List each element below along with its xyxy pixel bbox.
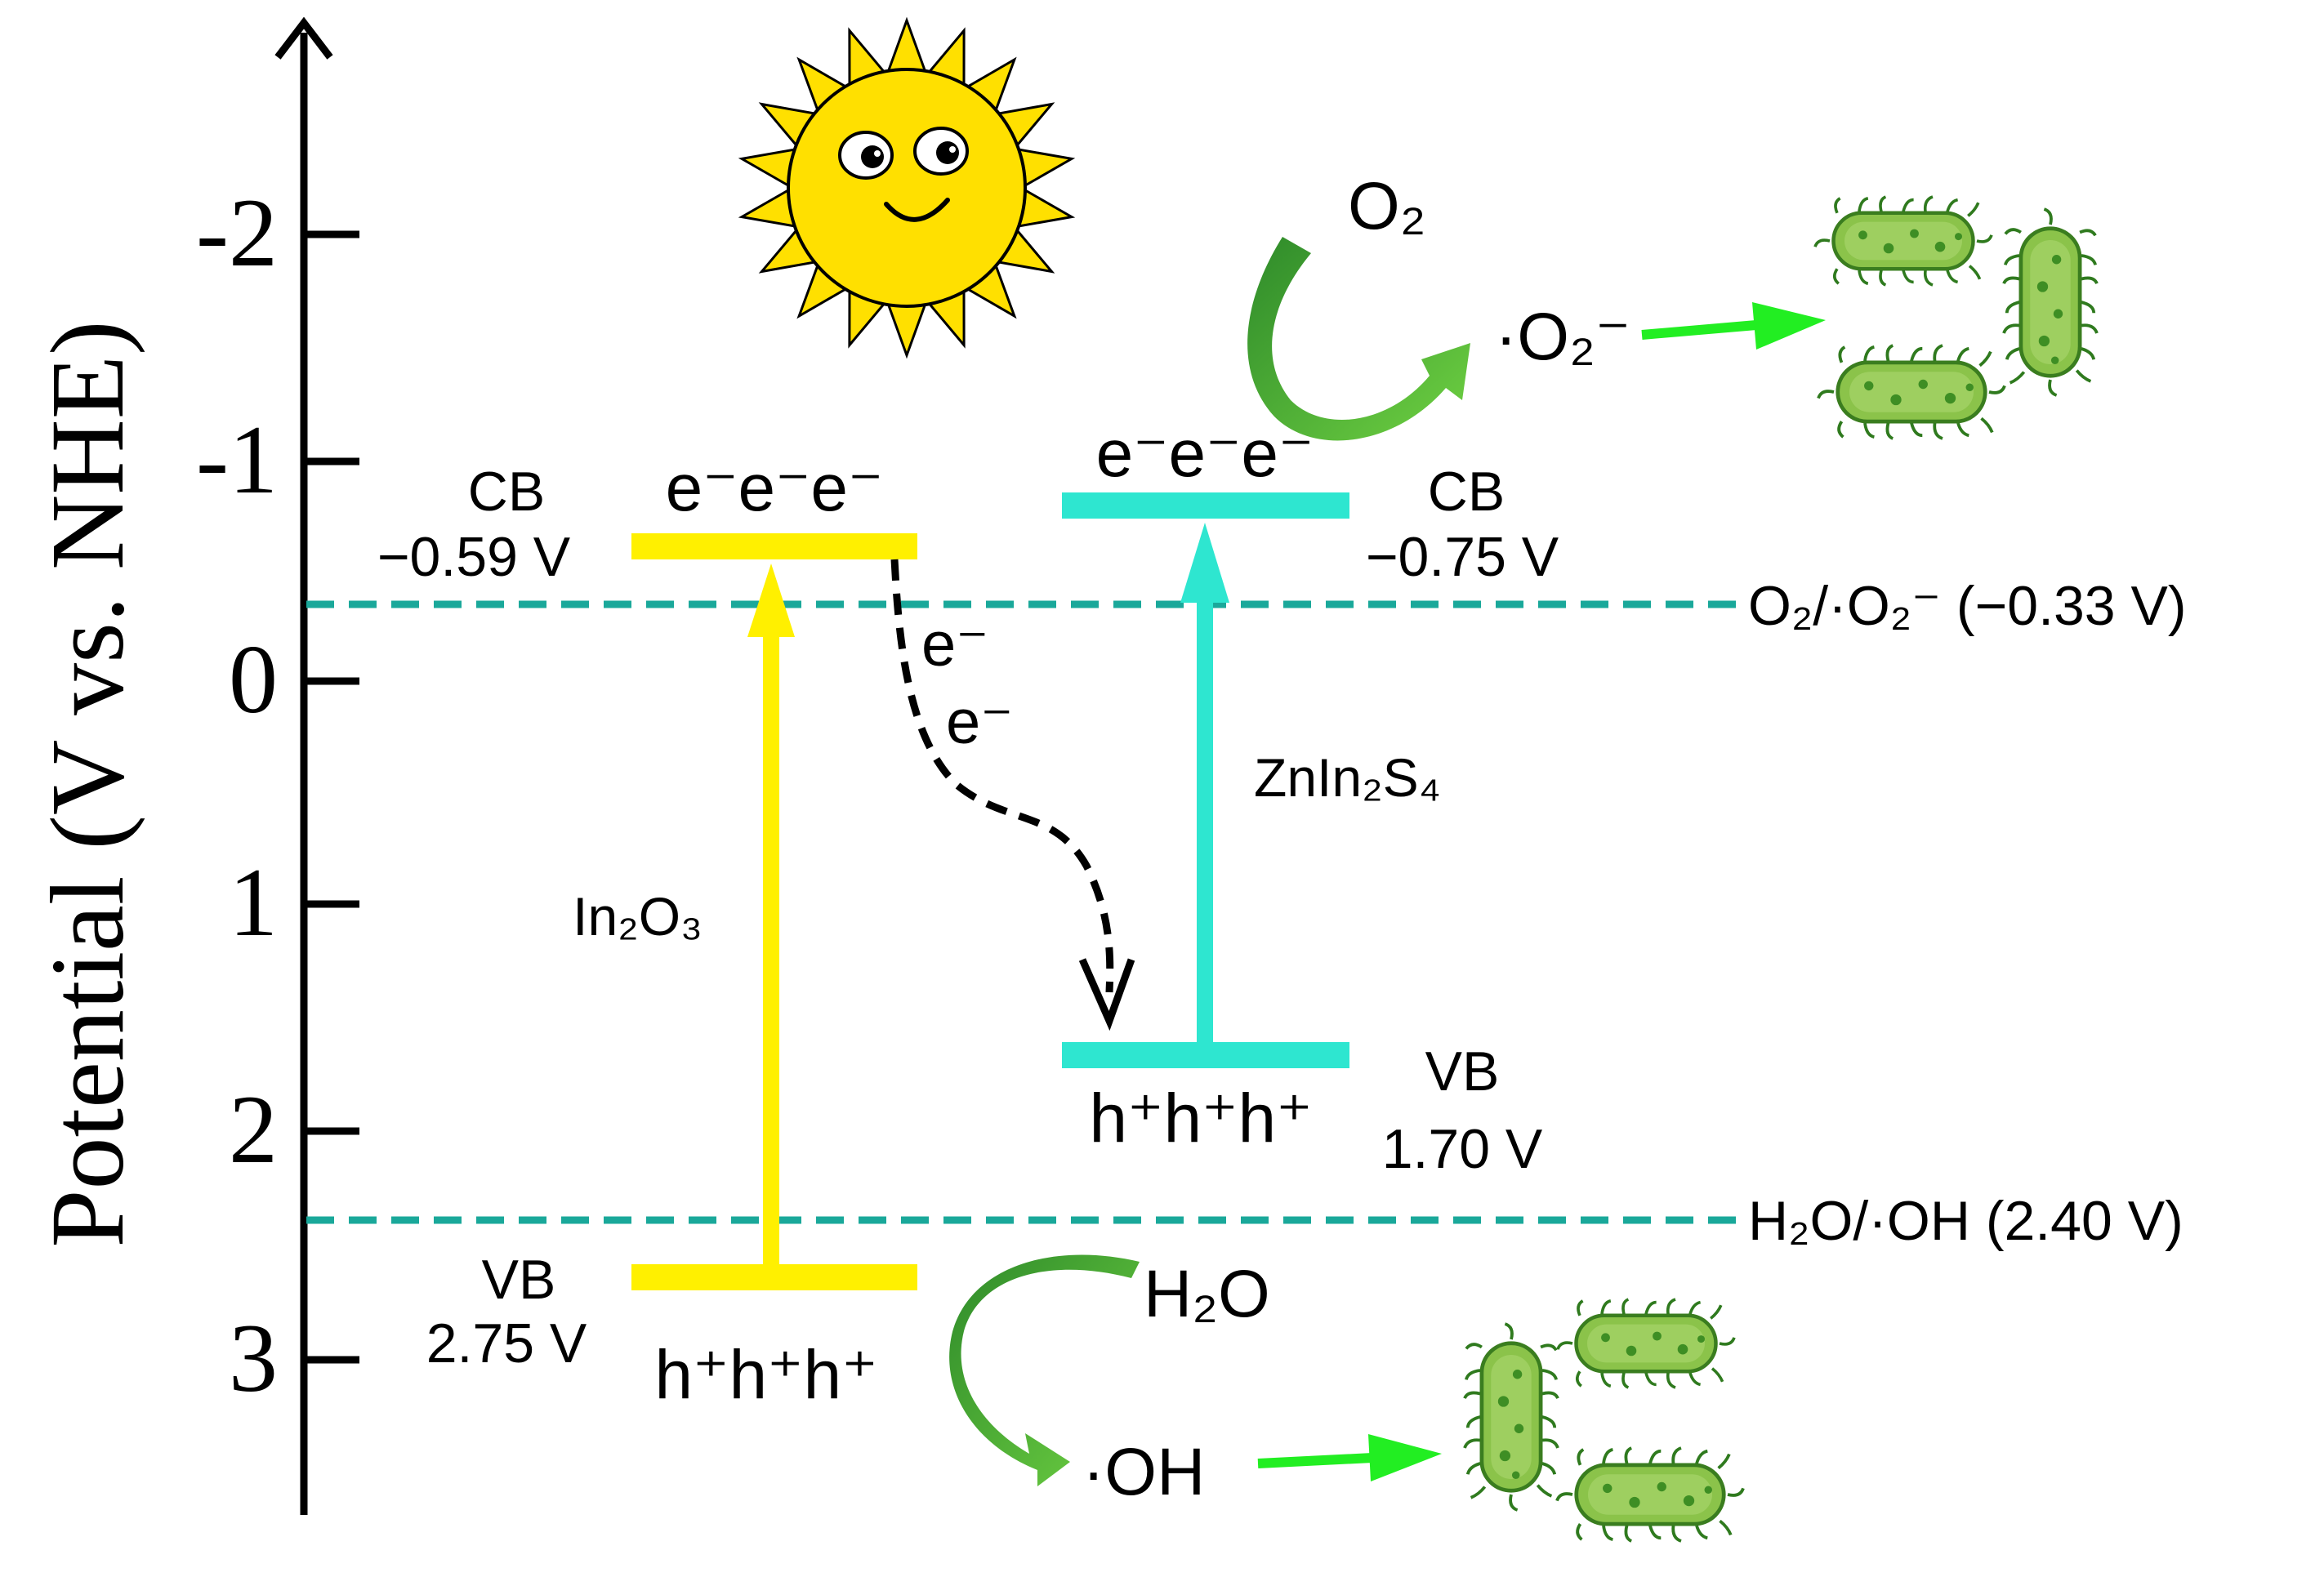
o2-reduction-arrow (1247, 237, 1470, 441)
sun-icon (738, 16, 1076, 359)
superoxide-product: ·O₂⁻ (1495, 300, 1630, 374)
o2-reference-label: O₂/·O₂⁻ (−0.33 V) (1748, 575, 2187, 637)
znin2s4-cb-bar (1062, 492, 1349, 519)
znin2s4-holes: h⁺h⁺h⁺ (1089, 1080, 1312, 1156)
in2o3-cb-value: −0.59 V (377, 526, 571, 588)
tick-label: 1 (229, 848, 278, 956)
tick-label: 0 (229, 625, 278, 733)
in2o3-vb-bar (631, 1264, 917, 1290)
h2o-reactant: H₂O (1144, 1257, 1270, 1331)
hydroxyl-attack-arrow (1257, 1434, 1442, 1481)
tick-label: 2 (229, 1075, 278, 1183)
bacteria-icon (1815, 197, 2097, 439)
superoxide-attack-arrow (1641, 302, 1826, 350)
o2-reactant: O₂ (1348, 169, 1426, 243)
hydroxyl-product: ·OH (1082, 1435, 1205, 1509)
znin2s4-bands (1062, 492, 1349, 1068)
transfer-electron-2: e⁻ (946, 688, 1013, 757)
znin2s4-vb-label: VB (1425, 1040, 1500, 1103)
tick-label: 3 (229, 1303, 278, 1412)
znin2s4-cb-value: −0.75 V (1366, 526, 1559, 588)
in2o3-electrons: e⁻e⁻e⁻ (666, 451, 884, 525)
in2o3-bands (631, 533, 917, 1290)
znin2s4-vb-value: 1.70 V (1382, 1118, 1543, 1180)
transfer-electron-1: e⁻ (921, 610, 988, 679)
znin2s4-electrons: e⁻e⁻e⁻ (1096, 417, 1314, 491)
znin2s4-excitation-arrow (1180, 523, 1229, 603)
in2o3-label: In₂O₃ (573, 886, 703, 947)
in2o3-cb-label: CB (468, 461, 545, 523)
tick-label: -1 (196, 405, 278, 514)
axis-title: Potential (V vs. NHE) (29, 320, 145, 1247)
in2o3-excitation-arrow (747, 564, 795, 637)
in2o3-cb-bar (631, 533, 917, 559)
znin2s4-vb-bar (1062, 1042, 1349, 1068)
h2o-reference-label: H₂O/·OH (2.40 V) (1748, 1190, 2183, 1252)
potential-axis (274, 16, 359, 1515)
in2o3-vb-value: 2.75 V (426, 1312, 587, 1374)
znin2s4-cb-label: CB (1428, 461, 1505, 523)
electron-transfer-arrow (890, 559, 1135, 1031)
tick-label: -2 (196, 178, 278, 287)
bacteria-icon (1465, 1299, 1743, 1541)
in2o3-vb-label: VB (482, 1249, 556, 1311)
in2o3-holes: h⁺h⁺h⁺ (654, 1336, 877, 1413)
znin2s4-label: ZnIn₂S₄ (1254, 747, 1441, 808)
